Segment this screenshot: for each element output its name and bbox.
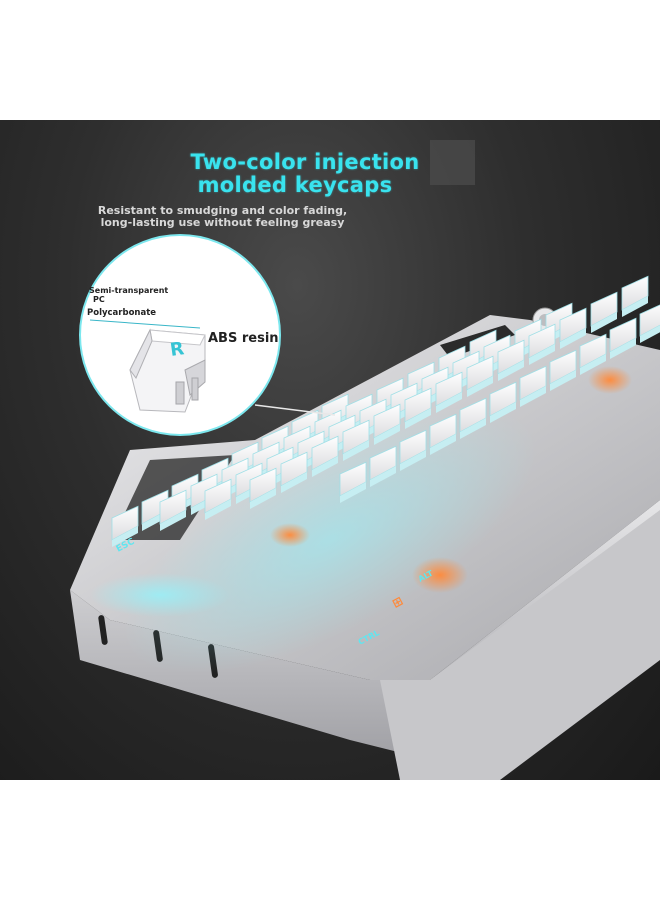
keycap-side	[312, 456, 338, 477]
backlight-glow	[122, 405, 538, 675]
callout-pointer-line	[89, 319, 201, 329]
keycap-side	[498, 360, 524, 381]
keycap	[399, 429, 427, 465]
backlight-glow	[90, 573, 230, 617]
vent-slot	[98, 615, 108, 645]
orange-glow	[270, 523, 310, 547]
keycap	[528, 323, 556, 359]
keycap-illustration: R	[129, 328, 206, 413]
keycap-side	[400, 450, 426, 471]
keycap	[159, 489, 187, 525]
keycap-side	[580, 354, 606, 375]
wrist-rest	[380, 510, 660, 780]
corner-decoration	[430, 140, 475, 185]
keycap-grid	[111, 275, 660, 547]
label-pc: PC	[93, 295, 105, 304]
keycap-side	[250, 488, 276, 509]
keycap-side	[490, 402, 516, 423]
keycap-side	[610, 338, 636, 359]
callout-leader-line	[254, 404, 336, 416]
keycap	[369, 445, 397, 481]
subtitle-line-2: long-lasting use without feeling greasy	[100, 216, 345, 229]
keycap-side	[340, 482, 366, 503]
keycap-side	[430, 434, 456, 455]
keycap-side	[205, 499, 231, 520]
label-abs-resin: ABS resin	[208, 331, 279, 346]
headline-line-1: Two-color injection	[190, 150, 420, 174]
keycap-side	[550, 370, 576, 391]
keycap	[141, 489, 169, 525]
keycap	[549, 349, 577, 385]
keycap	[590, 291, 618, 327]
orange-glow	[588, 366, 632, 394]
keycap	[373, 403, 401, 439]
keycap-side	[281, 472, 307, 493]
keycap	[639, 304, 660, 337]
keycap-side	[112, 526, 138, 547]
keycap	[621, 275, 649, 311]
keycap	[311, 435, 339, 471]
keycap	[342, 419, 370, 455]
label-polycarbonate: Polycarbonate	[87, 308, 157, 318]
keycap-side	[370, 466, 396, 487]
keycap-side	[436, 392, 462, 413]
keycap-side	[560, 328, 586, 349]
keycap	[435, 371, 463, 407]
keycap	[466, 355, 494, 391]
keycap	[280, 451, 308, 487]
keycap	[489, 381, 517, 417]
keycap-side	[460, 418, 486, 439]
headline-line-2: molded keycaps	[197, 173, 393, 197]
keycap	[459, 397, 487, 433]
keycap-side	[640, 325, 660, 343]
keycap-side	[529, 344, 555, 365]
product-photo: ESC ALT CTRL ⊞ R Two-color injection mol…	[0, 120, 660, 780]
keycap	[429, 413, 457, 449]
keycap	[579, 333, 607, 369]
keycap	[204, 478, 232, 514]
keycap-side	[520, 386, 546, 407]
keycap-side	[405, 408, 431, 429]
keycap	[497, 339, 525, 375]
keycap	[249, 467, 277, 503]
orange-glow	[412, 557, 468, 593]
keycap	[339, 461, 367, 497]
keycap-legend-r: R	[169, 338, 186, 361]
keycap-side	[160, 510, 186, 531]
keycap-side	[622, 296, 648, 317]
keyboard-scene: ESC ALT CTRL ⊞ R	[70, 140, 660, 780]
keycap-side	[591, 312, 617, 333]
keycap	[111, 505, 139, 541]
keycap-side	[467, 376, 493, 397]
subtitle-line-1: Resistant to smudging and color fading,	[97, 204, 348, 217]
keycap-side	[343, 440, 369, 461]
keycap	[519, 365, 547, 401]
keycap	[609, 317, 637, 353]
keycap	[559, 307, 587, 343]
keycap-side	[374, 424, 400, 445]
keycap	[404, 387, 432, 423]
label-semi-transparent: Semi-transparent	[89, 286, 169, 295]
